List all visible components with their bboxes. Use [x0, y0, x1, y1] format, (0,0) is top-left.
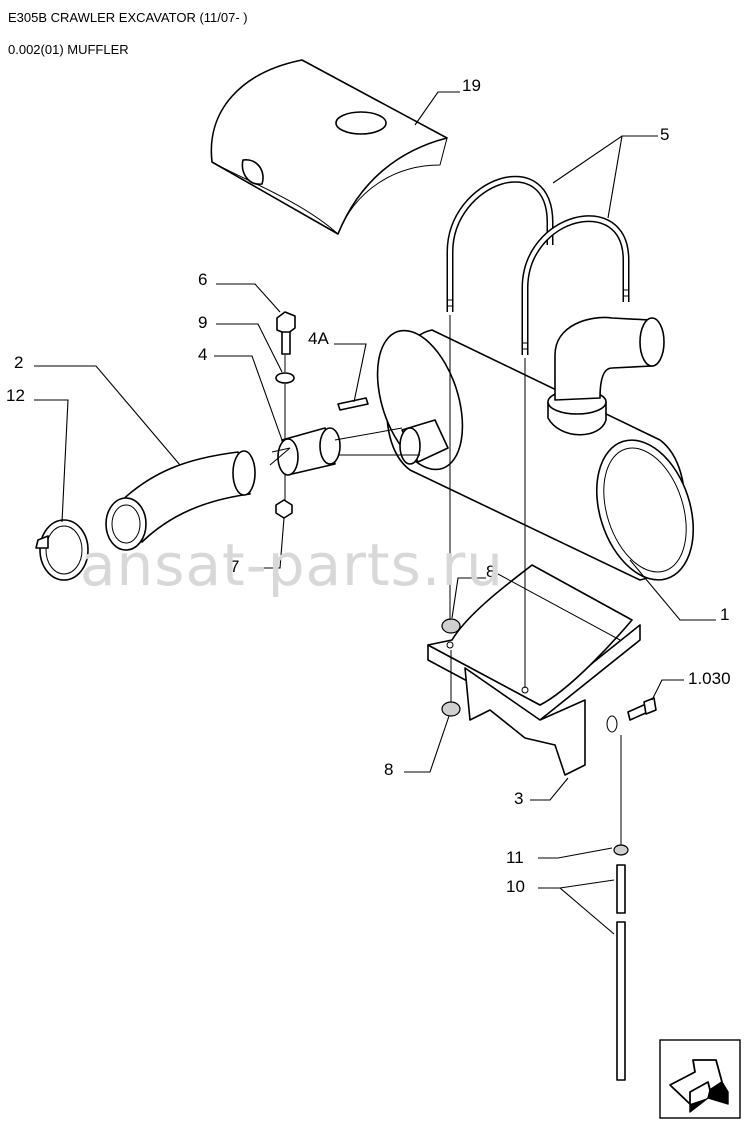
plug-11[interactable] [613, 844, 629, 856]
leader-lines [34, 91, 716, 935]
bracket-3[interactable] [427, 564, 641, 776]
next-page-arrow-icon [669, 1059, 729, 1113]
bolt-6[interactable] [276, 311, 296, 355]
callout-10: 10 [506, 877, 525, 896]
next-page-button[interactable] [659, 1039, 741, 1119]
callout-4: 4 [198, 345, 207, 364]
pin-4A[interactable] [337, 397, 369, 411]
u-bolt-5[interactable] [446, 175, 630, 355]
assembly-lines [284, 315, 622, 845]
callout-12: 12 [6, 386, 25, 405]
callout-7: 7 [230, 557, 239, 576]
clamp-4[interactable] [269, 427, 341, 476]
callout-3: 3 [514, 789, 523, 808]
exhaust-elbow-2[interactable] [105, 450, 256, 551]
callout-19: 19 [462, 76, 481, 95]
callout-5: 5 [660, 125, 669, 144]
page-subtitle: 0.002(01) MUFFLER [8, 42, 129, 57]
callout-1-030: 1.030 [688, 669, 731, 688]
callout-1: 1 [720, 605, 729, 624]
washer-9[interactable] [275, 372, 295, 384]
watermark-text: ansat-parts.ru [80, 531, 504, 599]
nut-8-upper[interactable] [441, 618, 461, 634]
callout-8-upper: 8 [486, 562, 495, 581]
nut-8-lower[interactable] [441, 701, 461, 717]
screw-1-030[interactable] [606, 697, 657, 733]
callout-4A: 4A [308, 329, 329, 348]
callout-6: 6 [198, 270, 207, 289]
rod-10[interactable] [616, 864, 626, 1081]
callout-9: 9 [198, 313, 207, 332]
callout-11: 11 [506, 848, 524, 867]
hose-clamp-12[interactable] [35, 519, 89, 581]
muffler-1[interactable] [362, 316, 710, 592]
heat-shield-19[interactable] [210, 59, 448, 235]
callout-labels: 19 5 6 9 4A 4 2 12 7 8 1 1.030 8 3 11 10 [6, 76, 731, 896]
page-title: E305B CRAWLER EXCAVATOR (11/07- ) [8, 10, 248, 25]
nut-7[interactable] [275, 499, 293, 519]
callout-2: 2 [14, 353, 23, 372]
callout-8-lower: 8 [384, 760, 393, 779]
